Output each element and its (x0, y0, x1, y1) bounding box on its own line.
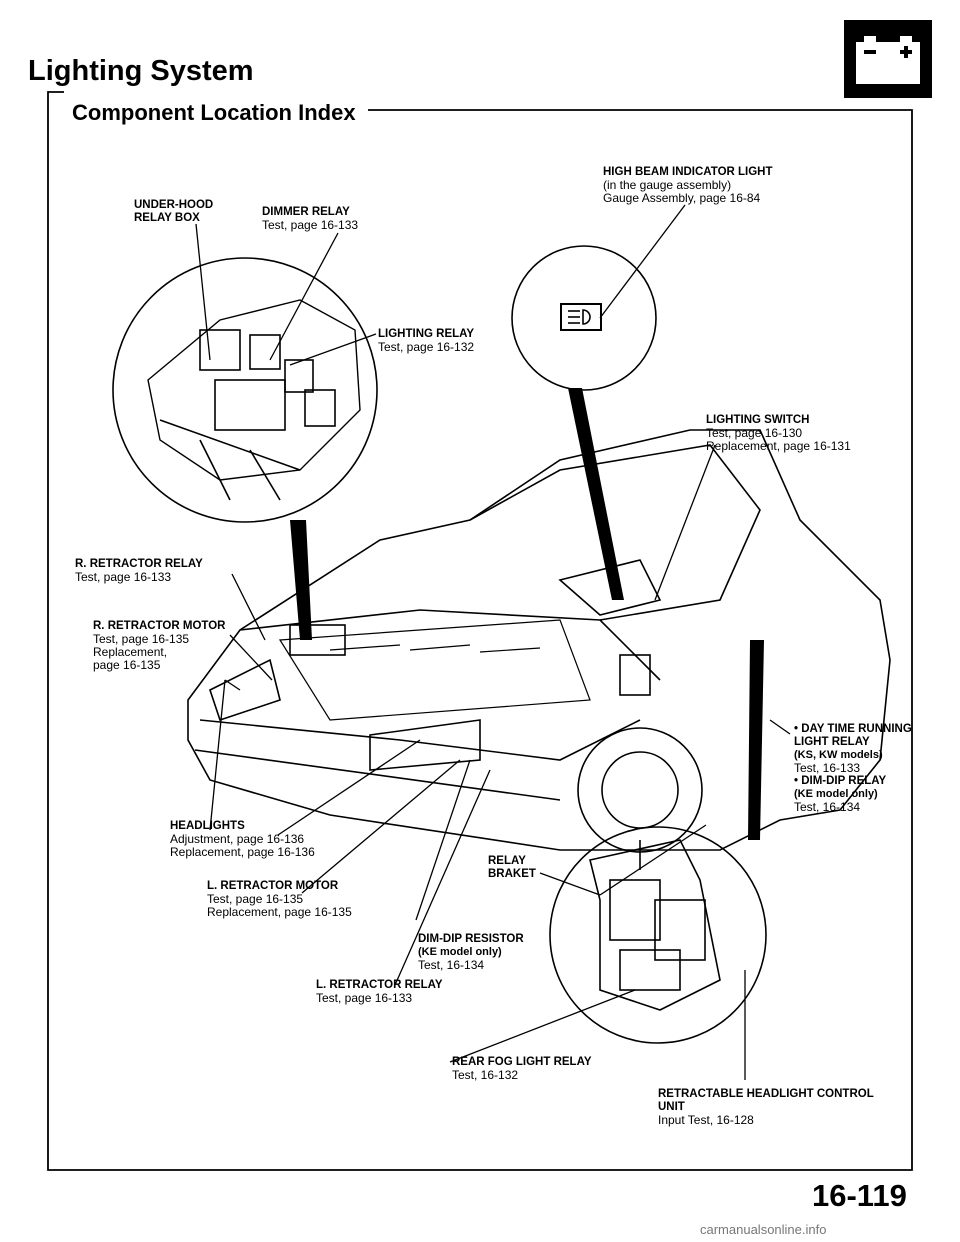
page-number: 16-119 (812, 1178, 907, 1213)
label-rear-fog-light-relay: REAR FOG LIGHT RELAY Test, 16-132 (452, 1056, 592, 1082)
label-dim-dip-resistor: DIM-DIP RESISTOR (KE model only) Test, 1… (418, 933, 524, 972)
label-relay-braket: RELAY BRAKET (488, 855, 536, 880)
label-l-retractor-motor: L. RETRACTOR MOTOR Test, page 16-135 Rep… (207, 880, 352, 919)
battery-icon (844, 20, 932, 98)
watermark: carmanualsonline.info (700, 1222, 827, 1237)
label-dimmer-relay: DIMMER RELAY Test, page 16-133 (262, 206, 359, 232)
label-l-retractor-relay: L. RETRACTOR RELAY Test, page 16-133 (316, 979, 443, 1005)
section-subtitle: Component Location Index (72, 100, 356, 125)
page-title: Lighting System (28, 55, 254, 87)
label-r-retractor-motor: R. RETRACTOR MOTOR Test, page 16-135 Rep… (93, 620, 226, 672)
label-headlights: HEADLIGHTS Adjustment, page 16-136 Repla… (170, 820, 315, 859)
indicator-inset (511, 245, 657, 391)
car-illustration (187, 429, 891, 853)
relay-box-inset (112, 257, 378, 523)
label-lighting-switch: LIGHTING SWITCH Test, page 16-130 Replac… (706, 414, 851, 453)
label-r-retractor-relay: R. RETRACTOR RELAY Test, page 16-133 (75, 558, 203, 584)
label-day-time-running-relay: • DAY TIME RUNNING LIGHT RELAY (KS, KW m… (794, 723, 912, 814)
label-lighting-relay: LIGHTING RELAY Test, page 16-132 (378, 328, 475, 354)
relay-bracket-inset (549, 826, 767, 1044)
label-under-hood-relay-box: UNDER-HOOD RELAY BOX (134, 199, 214, 224)
label-high-beam-indicator: HIGH BEAM INDICATOR LIGHT (in the gauge … (603, 166, 773, 205)
label-retractable-headlight-control-unit: RETRACTABLE HEADLIGHT CONTROL UNIT Input… (658, 1088, 874, 1127)
